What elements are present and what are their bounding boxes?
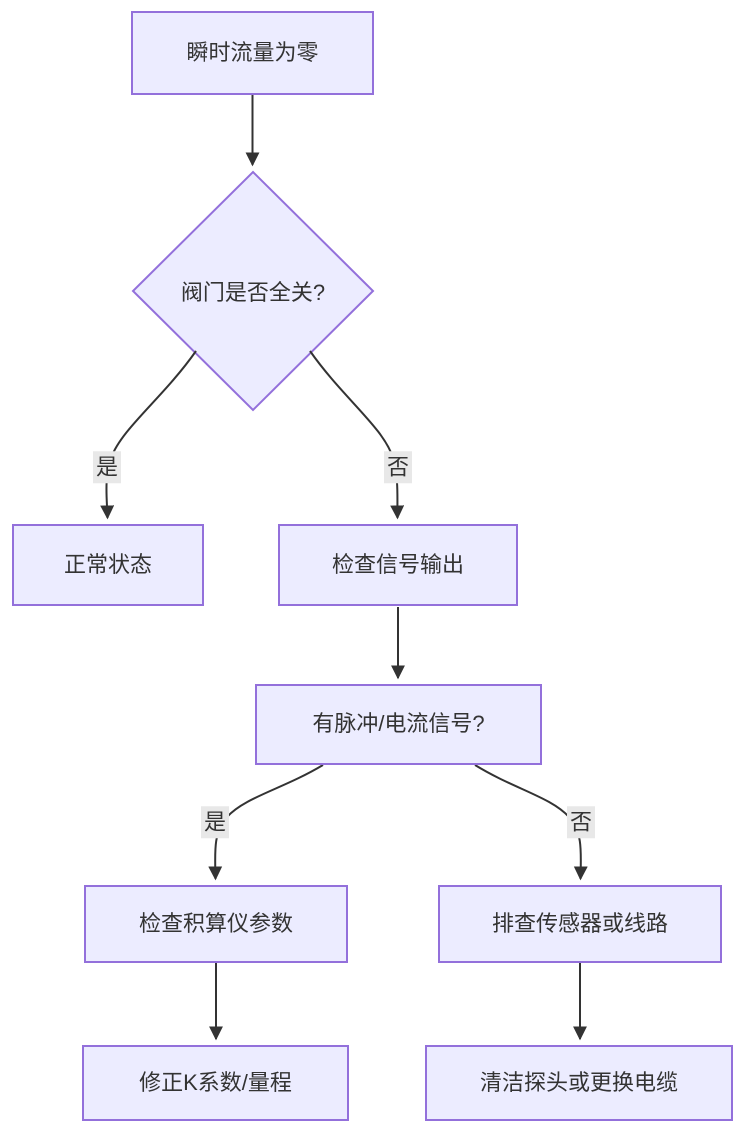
edge-no-to-check-sensor bbox=[474, 764, 588, 881]
node-fix-k-factor-range: 修正K系数/量程 bbox=[82, 1045, 349, 1121]
edge-label-no-1: 否 bbox=[383, 451, 413, 483]
node-check-totalizer-params: 检查积算仪参数 bbox=[84, 885, 348, 963]
edge-label-no-2: 否 bbox=[566, 806, 596, 838]
node-check-signal-output: 检查信号输出 bbox=[278, 524, 518, 606]
edge-yes-to-check-totalizer bbox=[208, 764, 324, 881]
node-check-sensor-wiring: 排查传感器或线路 bbox=[438, 885, 722, 963]
edge-label-yes-2: 是 bbox=[200, 806, 230, 838]
edge-no-to-check-signal bbox=[309, 350, 405, 520]
node-pulse-current-question: 有脉冲/电流信号? bbox=[255, 684, 542, 765]
node-decision-valve-closed: 阀门是否全关? bbox=[180, 280, 326, 305]
node-clean-probe-replace-cable: 清洁探头或更换电缆 bbox=[425, 1045, 733, 1121]
decision-diamond-shape bbox=[131, 170, 375, 412]
edge-label-yes-1: 是 bbox=[92, 451, 122, 483]
edge-yes-to-normal bbox=[100, 350, 197, 520]
node-start: 瞬时流量为零 bbox=[131, 11, 374, 95]
node-normal-state: 正常状态 bbox=[12, 524, 204, 606]
